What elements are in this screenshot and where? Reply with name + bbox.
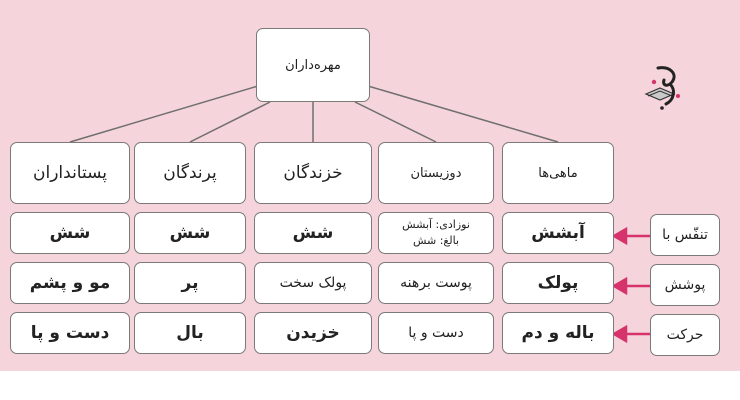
cell-birds-movement: بال: [134, 312, 246, 354]
cell-reptiles-covering: پولک سخت: [254, 262, 372, 304]
connector-amphibians: [354, 101, 437, 143]
cell-amphibians-breathing: نوزادی: آبشش بالغ: شش: [378, 212, 494, 254]
connector-mammals: [69, 85, 259, 143]
cell-mammals-covering: مو و پشم: [10, 262, 130, 304]
group-header-reptiles: خزندگان: [254, 142, 372, 204]
arrow-head-movement: [611, 324, 628, 344]
cell-birds-covering: پر: [134, 262, 246, 304]
cell-mammals-movement: دست و پا: [10, 312, 130, 354]
cell-fish-movement: باله و دم: [502, 312, 614, 354]
cell-reptiles-movement: خزیدن: [254, 312, 372, 354]
arrow-head-breathing: [611, 226, 628, 246]
connector-fish: [367, 85, 559, 143]
group-header-mammals: پستانداران: [10, 142, 130, 204]
cell-birds-breathing: شش: [134, 212, 246, 254]
group-header-fish: ماهی‌ها: [502, 142, 614, 204]
cell-amphibians-covering: پوست برهنه: [378, 262, 494, 304]
connector-lines: [69, 85, 650, 344]
amphibians-breathing-newborn: نوزادی: آبشش: [402, 218, 470, 231]
cell-fish-breathing: آبشش: [502, 212, 614, 254]
arrow-head-covering: [611, 276, 628, 296]
cell-fish-covering: پولک: [502, 262, 614, 304]
group-header-birds: پرندگان: [134, 142, 246, 204]
row-label-covering: پوشش: [650, 264, 720, 306]
cell-mammals-breathing: شش: [10, 212, 130, 254]
amphibians-breathing-adult: بالغ: شش: [412, 234, 460, 247]
row-label-breathing: تنفّس با: [650, 214, 720, 256]
row-label-movement: حرکت: [650, 314, 720, 356]
cell-reptiles-breathing: شش: [254, 212, 372, 254]
group-header-amphibians: دوزیستان: [378, 142, 494, 204]
root-node: مهره‌داران: [256, 28, 370, 102]
book-logo-icon: [644, 66, 680, 110]
cell-amphibians-movement: دست و پا: [378, 312, 494, 354]
diagram-canvas: مهره‌داران پستانداران پرندگان خزندگان دو…: [0, 0, 740, 371]
connector-birds: [189, 101, 271, 143]
